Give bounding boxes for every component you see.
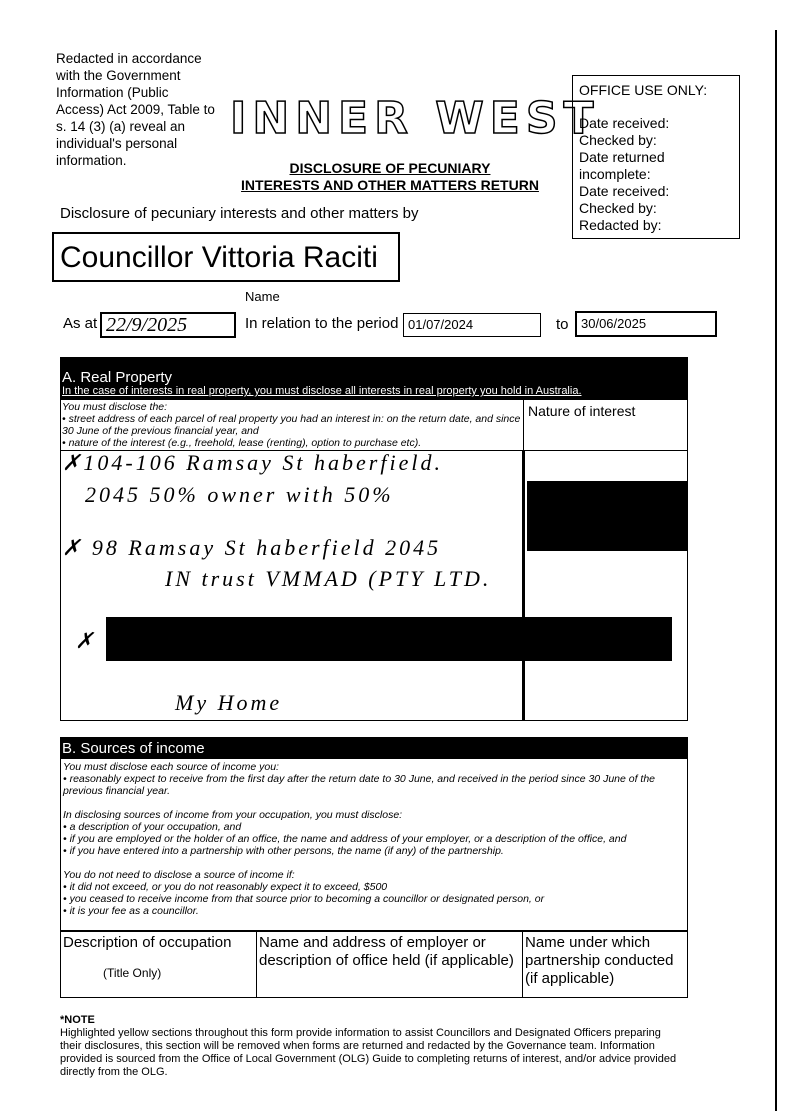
inner-west-logo: INNER WEST <box>229 93 600 144</box>
col-occupation: Description of occupation (Title Only) <box>61 932 257 997</box>
handwritten-entry: IN trust VMMAD (PTY LTD. <box>165 566 492 591</box>
instruction-item: • you ceased to receive income from that… <box>63 893 545 905</box>
col-occupation-sub: (Title Only) <box>103 966 162 980</box>
section-a-subtitle: In the case of interests in real propert… <box>62 385 582 397</box>
col-employer: Name and address of employer or descript… <box>257 932 523 997</box>
period-from-field[interactable]: 01/07/2024 <box>403 313 541 337</box>
col-partnership: Name under which partnership conducted (… <box>525 934 674 987</box>
redaction-block <box>527 481 687 551</box>
handwritten-entry: My Home <box>175 690 283 715</box>
as-at-date-field[interactable]: 22/9/2025 <box>100 312 236 338</box>
office-use-heading: OFFICE USE ONLY: <box>579 82 708 98</box>
income-instructions: You must disclose each source of income … <box>60 759 688 931</box>
real-property-table <box>60 399 688 721</box>
section-a-header: A. Real Property In the case of interest… <box>60 357 688 399</box>
name-field[interactable]: Councillor Vittoria Raciti <box>52 232 400 282</box>
name-label: Name <box>245 289 280 304</box>
instructions-head: You do not need to disclose a source of … <box>63 869 295 881</box>
office-field: Date received: <box>579 115 670 131</box>
note-section: *NOTE Highlighted yellow sections throug… <box>60 1014 685 1079</box>
handwritten-entry: ✗104-106 Ramsay St haberfield. <box>62 450 443 475</box>
instruction-item: • if you have entered into a partnership… <box>63 845 504 857</box>
instructions-head: You must disclose each source of income … <box>63 761 279 773</box>
instruction-item: • reasonably expect to receive from the … <box>63 773 656 797</box>
as-at-label: As at <box>63 315 98 332</box>
instruction-item: • street address of each parcel of real … <box>62 413 521 437</box>
scan-edge-line <box>775 30 777 1111</box>
redaction-notice: Redacted in accordance with the Governme… <box>56 51 215 168</box>
office-field: Checked by: <box>579 200 657 216</box>
handwritten-entry: ✗ 98 Ramsay St haberfield 2045 <box>62 535 442 560</box>
office-field: Redacted by: <box>579 217 662 233</box>
income-table-header: Description of occupation (Title Only) N… <box>60 931 688 998</box>
handwritten-entry: ✗ <box>75 628 97 653</box>
office-field: Date returned incomplete: <box>579 149 665 182</box>
disclosure-by-label: Disclosure of pecuniary interests and ot… <box>60 205 419 222</box>
form-title-line-1: DISCLOSURE OF PECUNIARY <box>289 160 491 176</box>
column-divider <box>522 451 525 721</box>
to-label: to <box>556 316 569 333</box>
office-use-box: OFFICE USE ONLY: Date received: Checked … <box>572 75 740 239</box>
instruction-item: • if you are employed or the holder of a… <box>63 833 627 845</box>
note-text: Highlighted yellow sections throughout t… <box>60 1027 677 1078</box>
period-to-field[interactable]: 30/06/2025 <box>575 311 717 337</box>
office-field: Date received: <box>579 183 670 199</box>
nature-of-interest-header: Nature of interest <box>524 399 688 451</box>
handwritten-entry: 2045 50% owner with 50% <box>85 482 394 507</box>
note-heading: *NOTE <box>60 1014 95 1026</box>
form-title-line-2: INTERESTS AND OTHER MATTERS RETURN <box>241 177 539 193</box>
section-b-header: B. Sources of income <box>60 737 688 759</box>
instruction-item: • it did not exceed, or you do not reaso… <box>63 881 388 893</box>
col-occupation-label: Description of occupation <box>63 934 232 951</box>
form-title: DISCLOSURE OF PECUNIARY INTERESTS AND OT… <box>225 160 555 194</box>
instructions-head: You must disclose the: <box>62 401 168 413</box>
redaction-block <box>106 617 672 661</box>
instruction-item: • it is your fee as a councillor. <box>63 905 199 917</box>
office-field: Checked by: <box>579 132 657 148</box>
instruction-item: • nature of the interest (e.g., freehold… <box>62 437 422 449</box>
instructions-head: In disclosing sources of income from you… <box>63 809 403 821</box>
period-label: In relation to the period <box>245 315 399 332</box>
instruction-item: • a description of your occupation, and <box>63 821 242 833</box>
section-b-title: B. Sources of income <box>62 740 205 757</box>
section-a-title: A. Real Property <box>62 369 173 386</box>
real-property-instructions: You must disclose the: • street address … <box>60 399 524 451</box>
